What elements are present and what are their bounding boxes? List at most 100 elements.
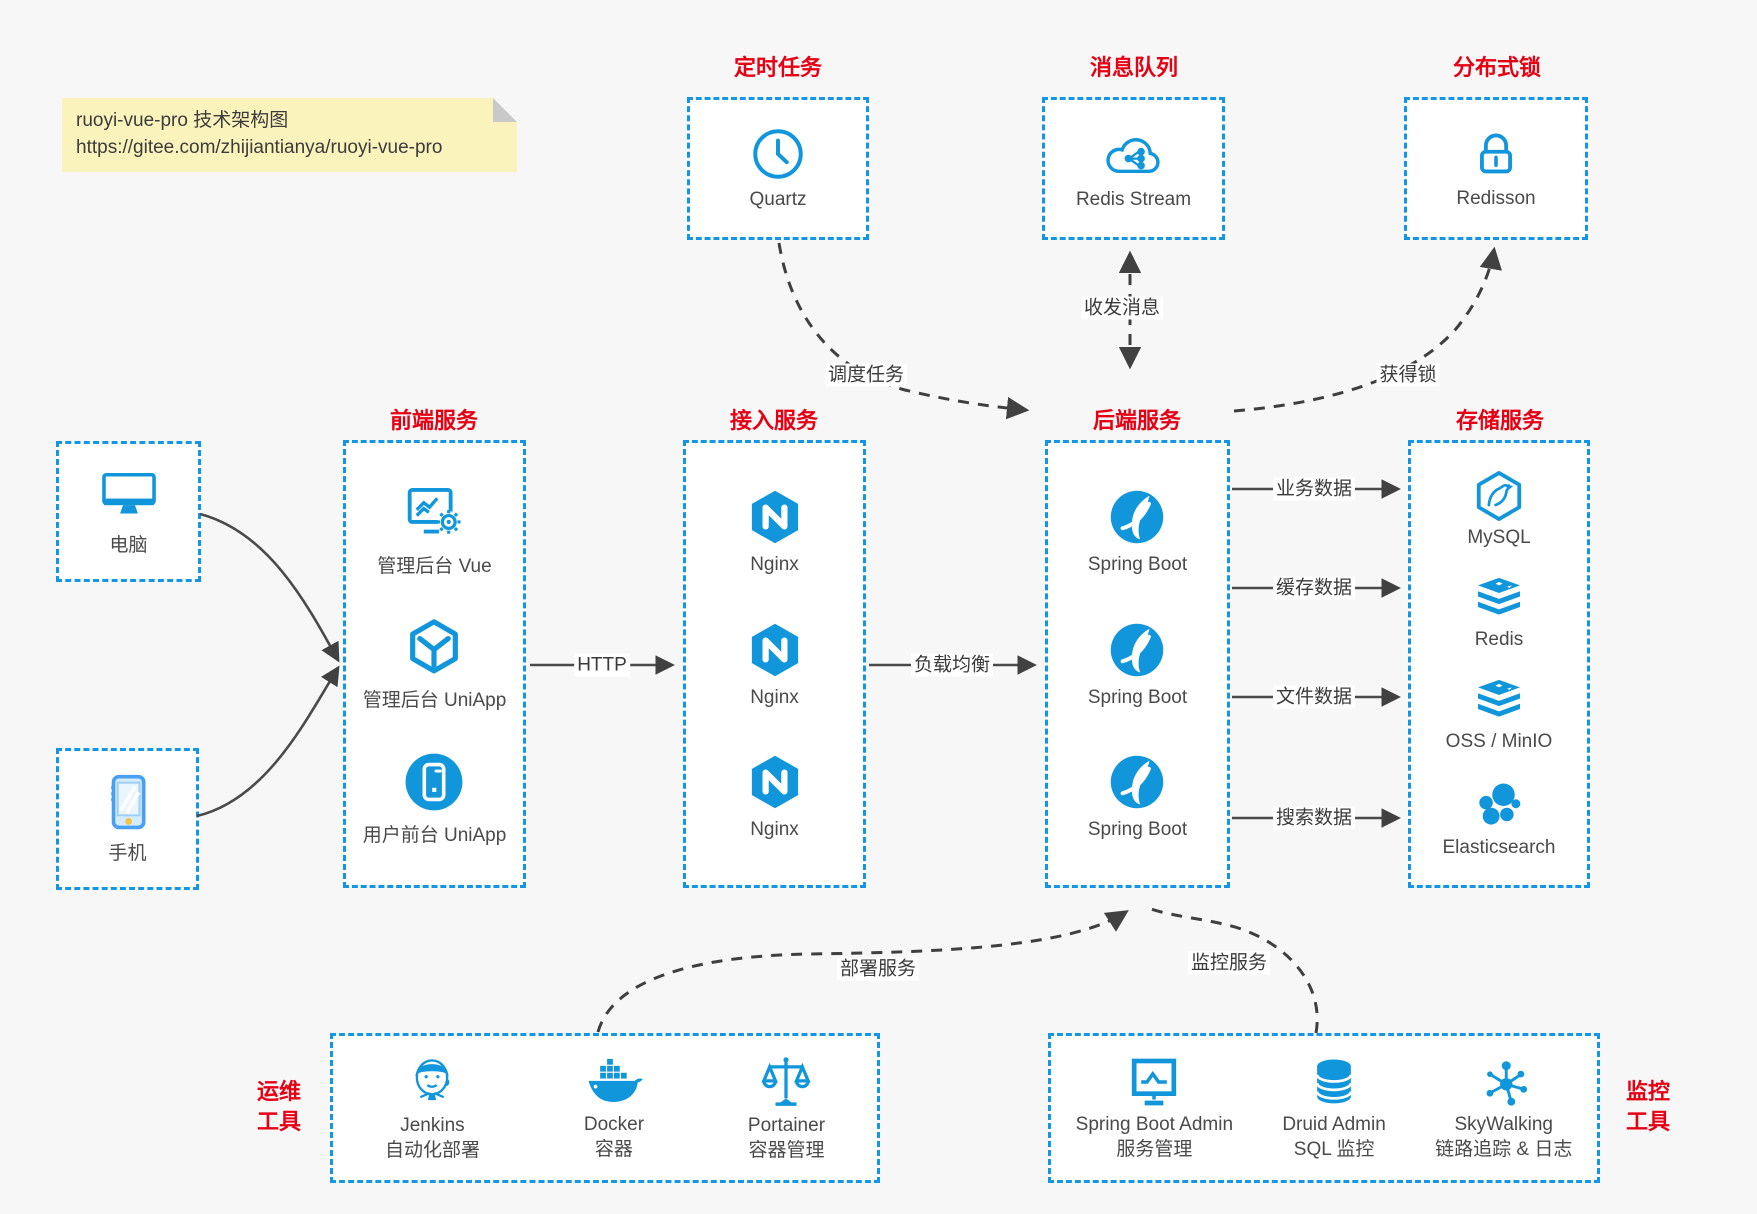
lock-icon	[1469, 127, 1523, 181]
docker-icon	[584, 1055, 644, 1109]
phone-icon	[101, 773, 155, 831]
spring-boot-node: Spring Boot	[1088, 620, 1187, 709]
redisson-box: Redisson	[1404, 97, 1588, 240]
portainer-icon	[758, 1054, 814, 1110]
jenkins-node: Jenkins 自动化部署	[385, 1054, 480, 1163]
mobile-app-icon	[403, 751, 465, 813]
redis-stream-node: Redis Stream	[1076, 126, 1191, 211]
docker-node: Docker 容器	[584, 1055, 644, 1162]
gateway-services-box: Nginx Nginx Nginx	[683, 440, 866, 888]
redis-stream-box: Redis Stream	[1042, 97, 1225, 240]
redis-node: Redis	[1471, 575, 1527, 651]
node-label: Docker 容器	[583, 1113, 645, 1160]
edge-label-load-balance: 负载均衡	[910, 653, 994, 677]
quartz-box: Quartz	[687, 97, 869, 240]
edge-pc-to-frontend	[199, 512, 340, 663]
node-label: Redis	[1474, 629, 1524, 650]
edge-label-file-data: 文件数据	[1272, 685, 1356, 709]
node-label: Redis Stream	[1075, 189, 1192, 210]
pc-client-box: 电脑	[56, 441, 201, 582]
node-label: Druid Admin SQL 监控	[1282, 1113, 1386, 1160]
node-label: 管理后台 Vue	[377, 555, 492, 577]
node-label: Spring Boot	[1087, 819, 1188, 841]
node-label: MySQL	[1467, 527, 1531, 548]
backend-services-box: Spring Boot Spring Boot Spring Boot	[1045, 440, 1230, 888]
elasticsearch-icon	[1472, 779, 1526, 833]
nginx-icon	[745, 620, 805, 680]
clock-icon	[750, 126, 806, 182]
user-uniapp-node: 用户前台 UniApp	[362, 751, 507, 847]
edge-phone-to-frontend	[196, 665, 340, 818]
elasticsearch-node: Elasticsearch	[1443, 779, 1556, 859]
node-label: SkyWalking 链路追踪 & 日志	[1435, 1113, 1573, 1160]
title-message-queue: 消息队列	[1089, 55, 1179, 80]
cube-icon	[403, 616, 465, 678]
admin-vue-node: 管理后台 Vue	[377, 482, 492, 578]
title-frontend-services: 前端服务	[389, 408, 479, 433]
portainer-node: Portainer 容器管理	[748, 1054, 825, 1163]
edge-label-deploy: 部署服务	[836, 957, 920, 981]
pc-client-node: 电脑	[98, 467, 160, 557]
admin-uniapp-node: 管理后台 UniApp	[362, 616, 507, 712]
spring-boot-admin-node: Spring Boot Admin 服务管理	[1076, 1055, 1233, 1162]
edge-label-business-data: 业务数据	[1272, 477, 1356, 501]
title-storage-services: 存储服务	[1455, 408, 1545, 433]
edge-label-search-data: 搜索数据	[1272, 806, 1356, 830]
edge-label-monitor: 监控服务	[1187, 951, 1271, 975]
druid-icon	[1307, 1055, 1361, 1109]
mysql-icon	[1472, 469, 1526, 523]
spring-boot-icon	[1107, 752, 1167, 812]
skywalking-node: SkyWalking 链路追踪 & 日志	[1435, 1055, 1572, 1162]
note-title: ruoyi-vue-pro 技术架构图	[76, 110, 289, 131]
spring-boot-admin-icon	[1126, 1055, 1182, 1109]
frontend-services-box: 管理后台 Vue 管理后台 UniApp 用户前台 UniApp	[343, 440, 526, 888]
node-label: 管理后台 UniApp	[362, 690, 507, 711]
skywalking-icon	[1477, 1055, 1531, 1109]
nginx-icon	[745, 487, 805, 547]
computer-icon	[98, 467, 160, 523]
node-label: Elasticsearch	[1442, 837, 1556, 858]
oss-minio-node: OSS / MinIO	[1446, 677, 1552, 753]
title-gateway-services: 接入服务	[729, 408, 819, 433]
jenkins-icon	[404, 1054, 460, 1110]
druid-node: Druid Admin SQL 监控	[1282, 1055, 1386, 1162]
spring-boot-node: Spring Boot	[1088, 752, 1187, 841]
edge-acquire-lock	[1233, 246, 1502, 413]
node-label: Nginx	[750, 686, 799, 708]
node-label: Spring Boot	[1087, 686, 1188, 708]
node-label: Nginx	[750, 553, 799, 575]
title-scheduled-tasks: 定时任务	[733, 55, 823, 80]
cloud-share-icon	[1103, 126, 1163, 182]
mysql-node: MySQL	[1467, 469, 1531, 549]
title-distributed-lock: 分布式锁	[1452, 55, 1542, 80]
node-label: Jenkins 自动化部署	[384, 1114, 480, 1161]
nginx-node: Nginx	[745, 487, 805, 576]
node-label: 电脑	[109, 534, 148, 556]
edge-label-schedule: 调度任务	[824, 363, 908, 387]
node-label: Spring Boot Admin 服务管理	[1075, 1113, 1234, 1160]
redisson-node: Redisson	[1456, 127, 1536, 210]
admin-vue-icon	[402, 482, 466, 544]
node-label: 手机	[108, 843, 147, 864]
nginx-icon	[745, 752, 805, 812]
spring-boot-icon	[1107, 487, 1167, 547]
node-label: 用户前台 UniApp	[362, 824, 507, 846]
spring-boot-node: Spring Boot	[1088, 487, 1187, 576]
node-label: Redisson	[1456, 188, 1536, 209]
mobile-client-box: 手机	[56, 748, 199, 890]
edge-label-message: 收发消息	[1080, 296, 1164, 320]
sticky-note: ruoyi-vue-pro 技术架构图 https://gitee.com/zh…	[62, 98, 517, 172]
note-fold-corner-shadow	[493, 98, 517, 122]
note-url: https://gitee.com/zhijiantianya/ruoyi-vu…	[76, 137, 443, 158]
title-monitor-tools: 监控 工具	[1625, 1079, 1670, 1134]
title-backend-services: 后端服务	[1092, 408, 1182, 433]
monitor-tools-box: Spring Boot Admin 服务管理 Druid Admin SQL 监…	[1048, 1033, 1600, 1183]
redis-icon	[1471, 575, 1527, 625]
ops-tools-box: Jenkins 自动化部署 Docker 容器 Portainer 容器管理	[330, 1033, 880, 1183]
edge-label-lock: 获得锁	[1376, 363, 1440, 387]
spring-boot-icon	[1107, 620, 1167, 680]
nginx-node: Nginx	[745, 752, 805, 841]
storage-services-box: MySQL Redis OSS / MinIO Elasticsearch	[1408, 440, 1590, 888]
edge-label-cache-data: 缓存数据	[1272, 576, 1356, 600]
